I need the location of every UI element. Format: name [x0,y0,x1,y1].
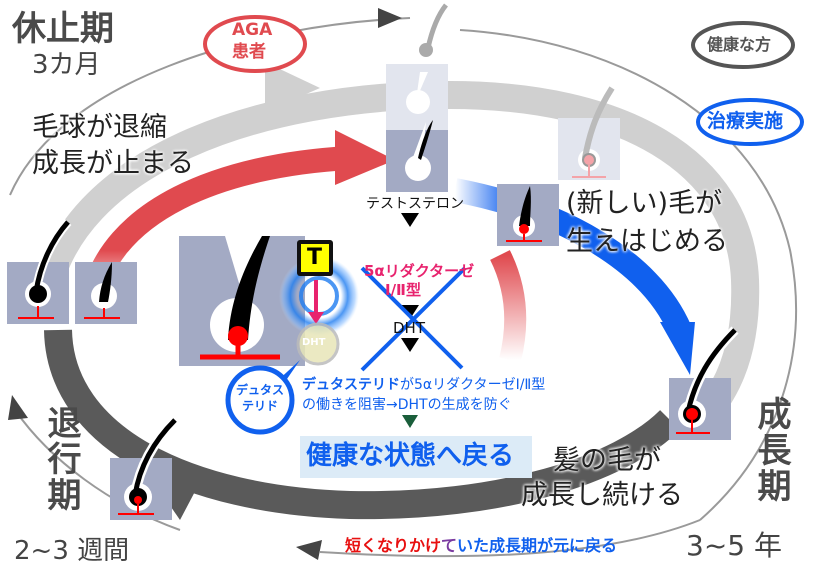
enzyme-label-1: 5αリダクターゼ [364,262,475,280]
drug-bubble [225,365,295,435]
telogen-desc-2: 成長が止まる [32,148,194,179]
anagen-duration: 3~5 年 [686,529,782,562]
drug-bubble-line2: テリド [241,399,278,413]
result-text: 健康な状態へ戻る [306,441,515,471]
arrow-head-left [8,395,28,420]
follicle-new-faded [558,86,620,180]
footer-note: 短くなりかけていた成長期が元に戻る [345,538,617,554]
new-hair-desc-2: 生えはじめる [566,226,728,257]
catagen-label: 退行期 [41,405,81,513]
aga-arrow-head [335,130,395,185]
healthy-oval [691,21,795,69]
result-box [300,436,532,478]
enzyme-label-2: Ⅰ/Ⅱ型 [385,281,421,299]
dht-ball [296,322,340,366]
testosterone-label: テストステロン [366,196,464,212]
arrow-head-top [378,8,402,28]
dht-badge-label: DHT [302,337,326,348]
follicle-telogen [386,120,448,192]
telogen-label: 休止期 [12,9,114,49]
explanation-line2: の働きを阻害→DHTの生成を防ぐ [302,397,512,413]
telogen-desc-1: 毛球が退縮 [32,112,167,143]
telogen-duration: 3カ月 [32,50,101,80]
aga-arc-lower [490,250,527,363]
follicle-new [497,184,559,246]
treatment-arc [452,178,692,336]
aga-label-2: 患者 [232,42,266,62]
anagen-desc-2: 成長し続ける [521,480,683,511]
footer-red: 短くなりかけ [345,536,442,555]
new-hair-desc-1: (新しい)毛が [566,188,723,219]
aga-label-1: AGA [232,20,273,40]
follicle-catagen [110,416,179,520]
outer-arc-bottom [319,519,701,558]
drug-name: デュタステリド [302,377,400,393]
catagen-arc [44,329,680,520]
follicle-telogen-left-2 [75,262,137,324]
outer-arc-top-left [9,17,411,196]
outer-arc-right [459,29,797,521]
t-badge-label: T [307,245,323,270]
arrow-head-bottom [296,540,322,560]
dht-label: DHT [393,319,425,337]
follicle-telogen-left-1 [7,219,72,324]
treatment-label: 治療実施 [707,110,784,132]
footer-blue: いた成長期が元に戻る [457,536,618,555]
treatment-oval [696,98,804,146]
catagen-duration: 2~3 週間 [14,536,130,566]
treatment-arrow-head [660,322,695,375]
anagen-label: 成長期 [751,396,791,504]
healthy-cycle-arc [31,80,760,430]
aga-oval [203,15,307,73]
drug-bubble-line1: デュタス [236,383,285,397]
blue-glow-ring [279,256,359,336]
healthy-label: 健康な方 [707,35,772,54]
healthy-arrow-head [265,62,320,112]
explanation-line1-rest: が5αリダクターゼⅠ/Ⅱ型 [400,377,546,393]
follicle-telogen-faded [386,3,448,130]
explanation-line1: デュタステリドが5αリダクターゼⅠ/Ⅱ型 [302,378,545,392]
follicle-anagen [669,326,739,440]
anagen-desc-1: 髪の毛が [553,445,661,476]
footer-purple: て [441,536,458,555]
